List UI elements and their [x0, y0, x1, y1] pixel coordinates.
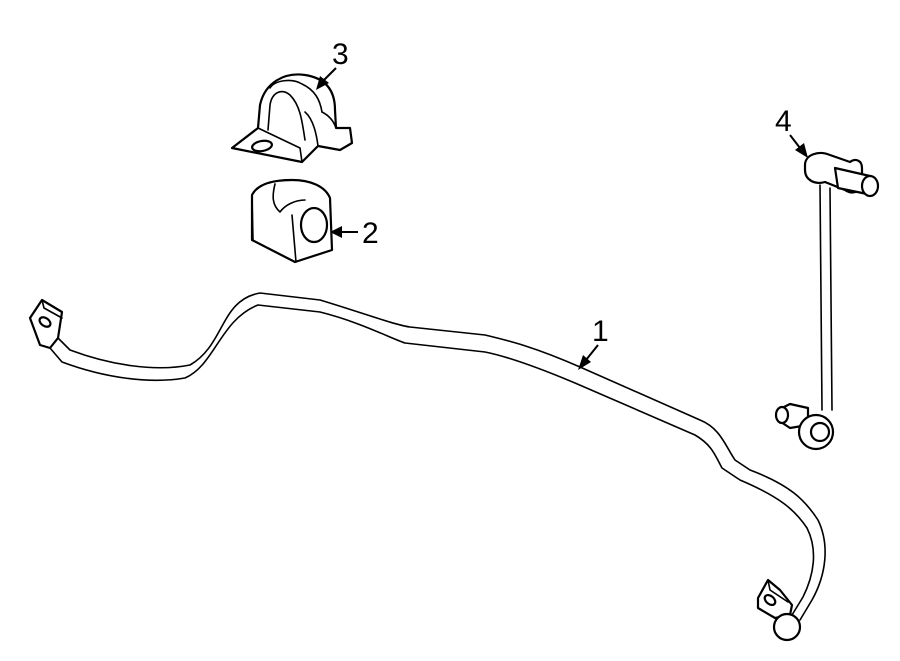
callout-1: 1: [578, 315, 609, 370]
arrow-4-icon: [795, 143, 808, 158]
callout-number-2: 2: [362, 217, 379, 250]
arrow-2-icon: [330, 226, 342, 238]
callout-number-3: 3: [332, 38, 349, 71]
callout-3: 3: [316, 38, 349, 90]
bushing-bracket[interactable]: [230, 73, 354, 164]
stabilizer-bar[interactable]: [28, 292, 826, 642]
arrow-1-icon: [578, 355, 591, 370]
arrow-3-icon: [316, 76, 329, 90]
stabilizer-link[interactable]: [774, 151, 880, 451]
callout-number-1: 1: [592, 315, 609, 348]
callout-4: 4: [775, 105, 808, 158]
callout-2: 2: [330, 217, 379, 250]
bushing[interactable]: [250, 178, 334, 264]
callout-number-4: 4: [775, 105, 792, 138]
